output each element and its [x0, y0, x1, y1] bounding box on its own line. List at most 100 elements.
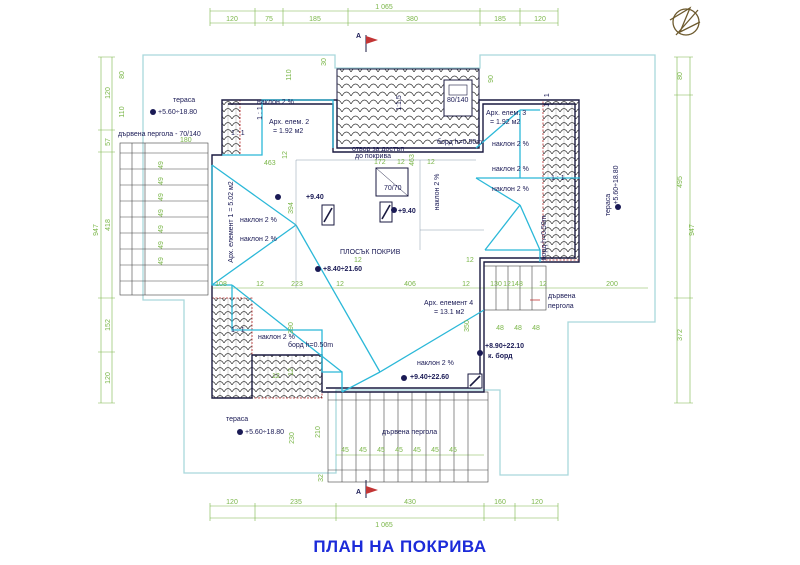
dim-misc-14: 390 [288, 322, 295, 334]
access-opening-size: 70/70 [384, 185, 402, 192]
dim-left-inner-1: 80 [119, 71, 126, 79]
flat-roof-level: +8.40÷21.60 [323, 266, 362, 273]
curb-label-side: борд h=0.50m [540, 215, 548, 260]
terrace-level-top-left: +5.60÷18.80 [158, 109, 197, 116]
level-label-940-right: +9.40 [398, 208, 416, 215]
dim-mid-3: 223 [291, 281, 303, 288]
dim-left-inner-10: 49 [158, 257, 165, 265]
dim-mid-2: 12 [256, 281, 264, 288]
dim-misc-21: 45 [395, 447, 403, 454]
section-marker-top [365, 35, 378, 52]
dim-mid-7: 130 [490, 281, 502, 288]
middle-dimension-row: 108 12 223 12 406 12 130 12 148 12 200 [215, 281, 618, 288]
slope-label-6: наклон 2 % [240, 236, 277, 243]
dim-mid-10: 12 [539, 281, 547, 288]
page-title: ПЛАН НА ПОКРИВА [313, 537, 487, 556]
dimension-lines [98, 8, 693, 521]
dim-right-total: 947 [689, 224, 696, 236]
slope-label-9: наклон 2 % [417, 360, 454, 367]
section-label-top: A [356, 33, 361, 40]
ratio-label-5: 1 : 1 [257, 106, 264, 120]
dim-left-1: 120 [105, 87, 112, 99]
pergola-right-label-2: пергола [548, 303, 574, 310]
roof-access-opening [375, 167, 409, 197]
slope-label-8: наклон 2 % [258, 334, 295, 341]
dim-left-inner-4: 49 [158, 161, 165, 169]
arch-element-3-line2: = 1.92 м2 [490, 119, 520, 126]
slope-label-7: наклон 2 % [434, 174, 441, 211]
section-labels: A A [356, 33, 361, 496]
arch-element-3-line1: Арх. елем. 3 [486, 110, 526, 117]
flat-roof-label: ПЛОСЪК ПОКРИВ [340, 249, 401, 256]
dim-top-3: 185 [309, 16, 321, 23]
dim-misc-17: 210 [315, 426, 322, 438]
dim-mid-8: 12 [503, 281, 511, 288]
dim-left-inner-3: 180 [180, 137, 192, 144]
pergola-left-label: дървена пергола - 70/140 [118, 131, 201, 138]
dim-left-3: 418 [105, 219, 112, 231]
dim-misc-2: 110 [286, 69, 293, 80]
dim-left-total: 947 [93, 224, 100, 236]
bottom-pergola [327, 391, 489, 483]
dim-mid-1: 108 [215, 281, 227, 288]
dim-left-inner-2: 110 [119, 106, 126, 117]
skylight [443, 79, 473, 117]
dim-right-2: 495 [677, 176, 684, 188]
dim-misc-12: 12 [466, 257, 474, 264]
dim-misc-29: 12 [272, 373, 280, 380]
dim-misc-19: 45 [359, 447, 367, 454]
dim-misc-10: 394 [288, 202, 295, 214]
dim-left-inner-7: 49 [158, 209, 165, 217]
terrace-level-right: +5.60÷18.80 [613, 165, 620, 204]
arch-element-2-line1: Арх. елем. 2 [269, 119, 309, 126]
dim-misc-9: 12 [427, 159, 435, 166]
dim-left-inner-6: 49 [158, 193, 165, 201]
dim-top-4: 380 [406, 16, 418, 23]
dim-misc-7: 12 [397, 159, 405, 166]
compass-emblem-icon [669, 6, 701, 36]
access-opening-line2: до покрива [355, 153, 391, 160]
slope-label-2: наклон 2 % [492, 141, 529, 148]
left-dimensions: 947 120 57 418 152 120 80 110 180 49 49 … [93, 71, 192, 384]
curb-label-bottom: борд h=0.50m [288, 341, 333, 349]
element-labels: Арх. елем. 2 = 1.92 м2 Арх. елем. 3 = 1.… [228, 110, 526, 316]
dim-left-inner-9: 49 [158, 241, 165, 249]
section-marker-bottom [365, 480, 378, 498]
dim-left-4: 152 [105, 319, 112, 331]
dim-bottom-4: 160 [494, 499, 506, 506]
curb-label: к. борд [488, 352, 513, 360]
dim-misc-4: 463 [264, 160, 276, 167]
dim-misc-1: 30 [321, 58, 328, 66]
dim-top-5: 185 [494, 16, 506, 23]
terrace-outline [142, 54, 656, 476]
roof-slope-lines [211, 99, 580, 393]
terrace-label-top-left: тераса [173, 97, 195, 104]
dim-misc-25: 48 [496, 325, 504, 332]
dim-mid-9: 148 [511, 281, 523, 288]
dim-misc-24: 45 [449, 447, 457, 454]
level-label-940-left: +9.40 [306, 194, 324, 201]
slope-label-4: наклон 2 % [492, 186, 529, 193]
dim-top-2: 75 [265, 16, 273, 23]
pergola-labels: дървена пергола - 70/140 дървена пергола… [118, 131, 576, 436]
arch-element-2-line2: = 1.92 м2 [273, 128, 303, 135]
dim-misc-11: 12 [354, 257, 362, 264]
right-dimensions: 947 80 495 372 [677, 72, 696, 341]
dim-misc-27: 48 [532, 325, 540, 332]
arch-element-4-line2: = 13.1 м2 [434, 309, 464, 316]
dim-misc-8: 463 [409, 154, 416, 166]
dim-right-3: 372 [677, 329, 684, 341]
dim-left-2: 57 [105, 138, 112, 146]
left-pergola [119, 142, 209, 296]
thin-internal-lines [295, 159, 484, 288]
dim-bottom-1: 120 [226, 499, 238, 506]
slope-label-1: наклон 2 % [257, 99, 294, 106]
level-markers [150, 109, 621, 435]
arch-element-4-line1: Арх. елемент 4 [424, 300, 473, 307]
dim-left-inner-8: 49 [158, 225, 165, 233]
ratio-label-3: 1 : 1 [231, 327, 245, 334]
dim-misc-13: 350 [464, 320, 471, 332]
level-label-940-2260: +9.40÷22.60 [410, 374, 449, 381]
ratio-labels: 1 : 1 1 : 1 1 : 1 1:1,5 1 : 1 1 : 1 [231, 93, 565, 334]
level-label-890: +8.90÷22.10 [485, 343, 524, 350]
